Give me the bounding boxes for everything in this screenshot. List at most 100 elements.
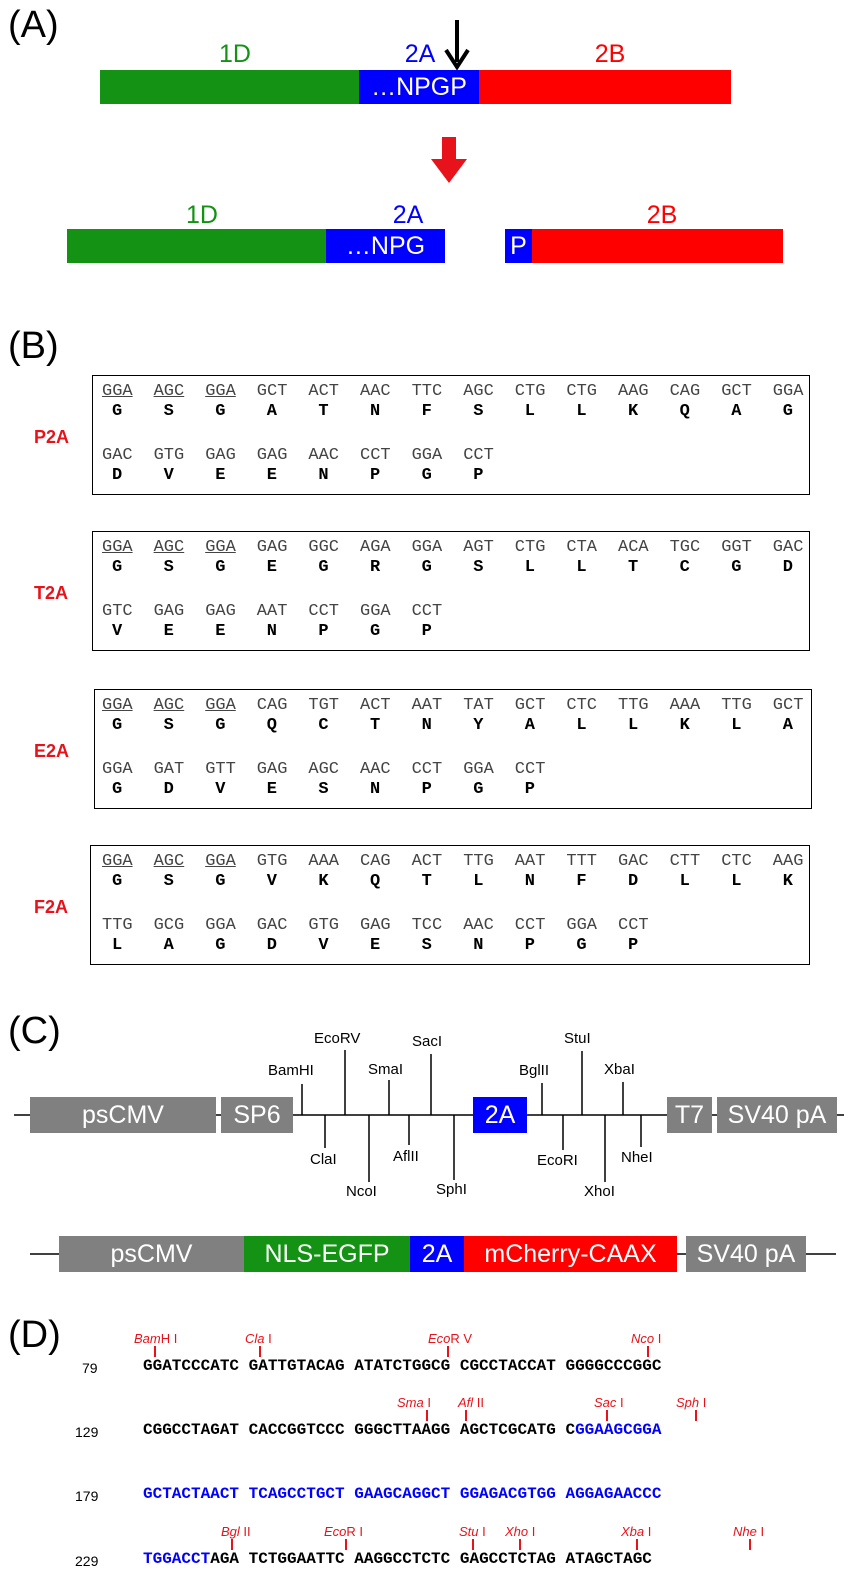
codon: GTC	[102, 602, 133, 621]
seq-line-129: CGGCCTAGAT CACCGGTCCC GGGCTTAAGG AGCTCGC…	[143, 1421, 662, 1439]
codon: CAG	[360, 852, 391, 871]
codon: GAC	[618, 852, 649, 871]
amino-acid: V	[163, 466, 174, 485]
amino-acid: A	[163, 936, 174, 955]
amino-acid: Q	[266, 716, 277, 735]
sequence-name: F2A	[34, 897, 69, 917]
amino-acid: N	[318, 466, 329, 485]
codon: AGA	[360, 538, 391, 557]
codon: GCG	[153, 916, 185, 935]
rsite-xbai-pre: Xba	[621, 1524, 645, 1539]
cleavage-arrow-icon	[444, 20, 470, 71]
rsite-aflii: Afl II	[458, 1395, 484, 1410]
amino-acid: V	[112, 622, 123, 641]
bottom-2a-bar: …NPG	[326, 229, 445, 263]
codon: GCT	[514, 696, 546, 715]
rsite-xbai: Xba I	[621, 1524, 651, 1539]
codon: TCC	[411, 916, 443, 935]
rsite-clai: Cla I	[245, 1331, 272, 1346]
amino-acid: A	[731, 402, 742, 421]
amino-acid: S	[473, 558, 484, 577]
rsite-saci-post: I	[616, 1395, 624, 1410]
tick-stui	[472, 1539, 474, 1550]
block-pscmv: psCMV	[30, 1097, 216, 1133]
codon: CAG	[669, 382, 701, 401]
codon: CTT	[669, 852, 701, 871]
amino-acid: P	[421, 622, 432, 641]
amino-acid: G	[215, 716, 226, 735]
block-sp6: SP6	[221, 1097, 293, 1133]
top-2a-bar-text: …NPGP	[371, 73, 467, 101]
tick-saci	[606, 1410, 608, 1421]
rsite-aflii-pre: Afl	[458, 1395, 474, 1410]
amino-acid: Y	[473, 716, 484, 735]
codon: TTG	[721, 696, 752, 715]
codon: AGC	[463, 382, 494, 401]
codon: AAC	[308, 446, 339, 465]
panel-c-label: (C)	[8, 1010, 61, 1052]
codon: CTA	[566, 538, 597, 557]
codon: AGC	[153, 382, 185, 401]
tick-xhoi	[519, 1539, 521, 1550]
codon: GAC	[772, 538, 804, 557]
rsite-ecori: EcoR I	[324, 1524, 363, 1539]
rsite-bamhi-post: H I	[160, 1331, 178, 1346]
site-xhoi: XhoI	[584, 1183, 615, 1200]
site-aflii: AflII	[393, 1148, 419, 1165]
codon: CCT	[308, 602, 339, 621]
amino-acid: N	[473, 936, 484, 955]
codon: AAT	[256, 602, 288, 621]
codon: AAT	[514, 852, 546, 871]
rsite-stui: Stu I	[459, 1524, 486, 1539]
codon: AGC	[153, 696, 185, 715]
codon: AAA	[669, 696, 701, 715]
codon: GGA	[102, 538, 133, 557]
amino-acid: S	[163, 872, 174, 891]
amino-acid: Q	[679, 402, 690, 421]
tick-smai	[426, 1410, 428, 1421]
codon: GGA	[205, 916, 236, 935]
codon: ACT	[360, 696, 391, 715]
amino-acid: D	[163, 780, 174, 799]
construct-pscmv: psCMV	[59, 1236, 244, 1272]
amino-acid: V	[318, 936, 329, 955]
codon: GAG	[256, 446, 288, 465]
codon: AAC	[360, 760, 391, 779]
rsite-xhoi-pre: Xho	[505, 1524, 529, 1539]
codon: GGA	[205, 382, 236, 401]
amino-acid: V	[266, 872, 277, 891]
codon: GAC	[256, 916, 288, 935]
codon: GCT	[772, 696, 804, 715]
codon: GGA	[102, 760, 133, 779]
amino-acid: G	[421, 558, 432, 577]
codon: ACT	[411, 852, 443, 871]
top-2a-bar: …NPGP	[359, 70, 479, 104]
codon: GAG	[205, 602, 236, 621]
amino-acid: P	[524, 936, 535, 955]
codon: CTC	[721, 852, 752, 871]
codon: ACA	[618, 538, 649, 557]
codon: GGA	[566, 916, 597, 935]
codon: GGA	[463, 760, 494, 779]
top-1d-bar	[100, 70, 359, 104]
codon: GGC	[308, 538, 339, 557]
sequence-name: E2A	[34, 741, 70, 761]
site-ecorv: EcoRV	[314, 1030, 361, 1047]
rsite-nhei-pre: Nhe	[733, 1524, 757, 1539]
tick-xbai	[636, 1539, 638, 1550]
codon: AAG	[618, 382, 649, 401]
rsite-saci: Sac I	[594, 1395, 624, 1410]
rsite-saci-pre: Sac	[594, 1395, 617, 1410]
amino-acid: P	[524, 780, 535, 799]
amino-acid: L	[731, 716, 742, 735]
amino-acid: E	[266, 780, 277, 799]
amino-acid: E	[215, 466, 226, 485]
amino-acid: P	[628, 936, 639, 955]
amino-acid: T	[421, 872, 432, 891]
codon: GAT	[153, 760, 185, 779]
codon: CTG	[514, 382, 546, 401]
rsite-sphi: Sph I	[676, 1395, 706, 1410]
amino-acid: K	[318, 872, 329, 891]
codon: CCT	[618, 916, 649, 935]
seq-line-229-black: AGA TCTGGAATTC AAGGCCTCTC GAGCCTCTAG ATA…	[210, 1550, 652, 1568]
